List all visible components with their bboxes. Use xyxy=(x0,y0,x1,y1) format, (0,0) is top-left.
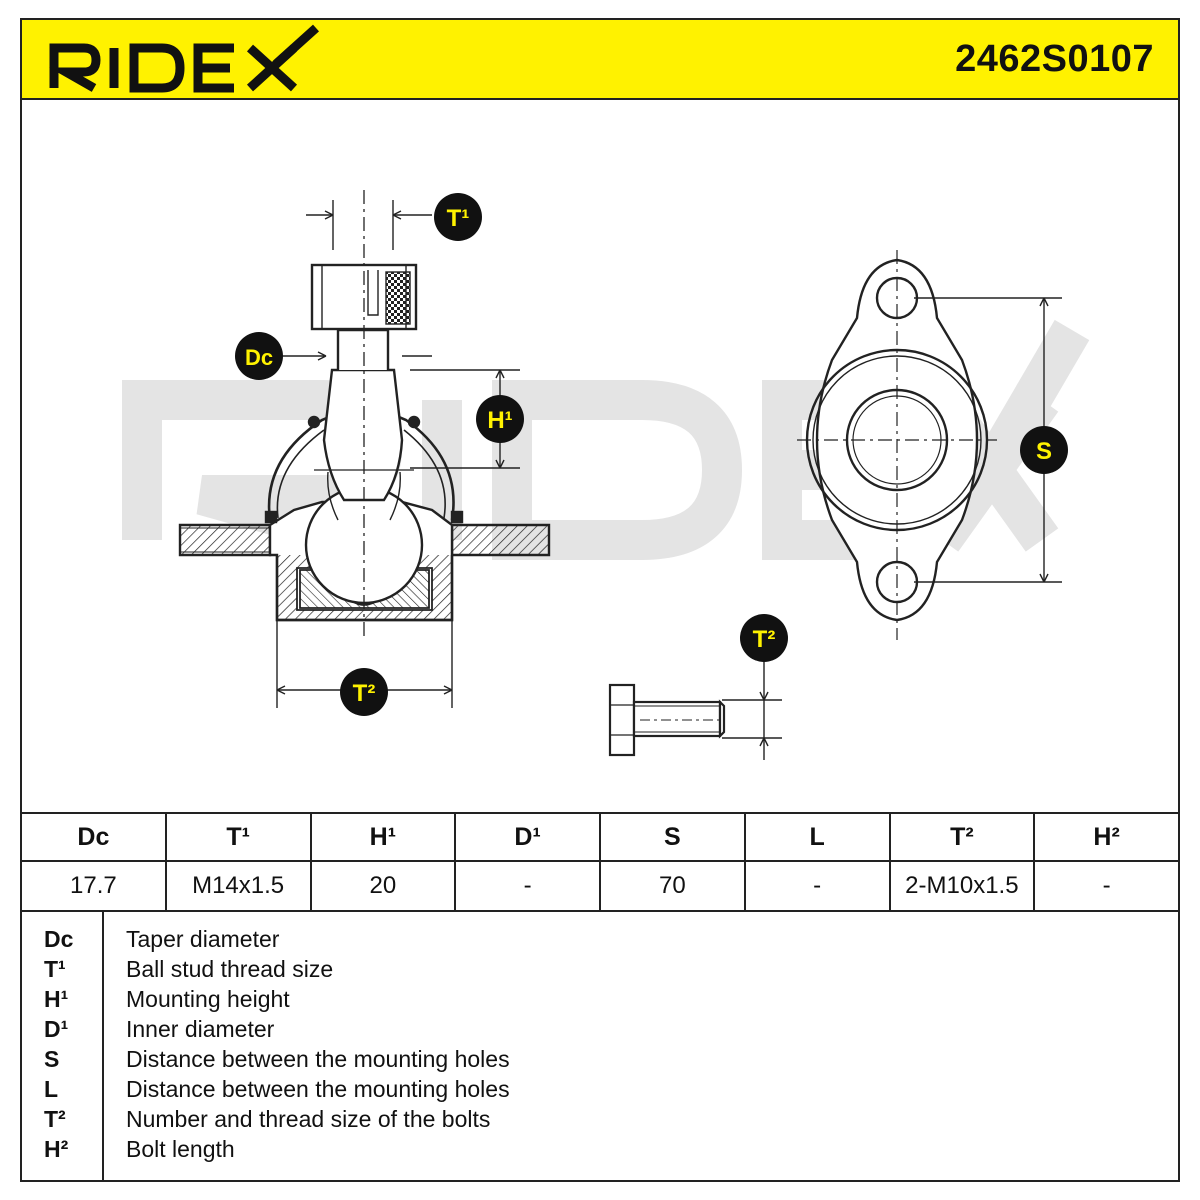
header-cell-h1: H¹ xyxy=(312,814,457,860)
dimension-lines xyxy=(276,200,520,708)
legend-item: S Distance between the mounting holes xyxy=(22,1046,1178,1076)
value-cell-d1: - xyxy=(456,862,601,910)
legend: Dc Taper diameter T¹ Ball stud thread si… xyxy=(22,912,1178,1182)
header-bar: 2462S0107 xyxy=(22,20,1178,100)
legend-code: H² xyxy=(44,1136,69,1162)
flange-top-view xyxy=(797,250,1062,640)
legend-desc: Distance between the mounting holes xyxy=(126,1046,510,1072)
callout-t2-bottom: T² xyxy=(340,668,388,716)
legend-code: S xyxy=(44,1046,60,1072)
callout-dc: Dc xyxy=(235,332,283,380)
header-cell-s: S xyxy=(601,814,746,860)
legend-item: T² Number and thread size of the bolts xyxy=(22,1106,1178,1136)
callout-t2-bolt: T² xyxy=(740,614,788,662)
value-cell-t1: M14x1.5 xyxy=(167,862,312,910)
part-number: 2462S0107 xyxy=(955,38,1154,80)
value-cell-h1: 20 xyxy=(312,862,457,910)
legend-item: T¹ Ball stud thread size xyxy=(22,956,1178,986)
svg-text:T²: T² xyxy=(753,626,776,653)
spec-table: Dc T¹ H¹ D¹ S L T² H² 17.7 M14x1.5 20 - … xyxy=(22,812,1178,912)
svg-text:S: S xyxy=(1036,438,1052,465)
header-cell-dc: Dc xyxy=(22,814,167,860)
ridex-logo xyxy=(49,24,320,93)
header-cell-t2: T² xyxy=(891,814,1036,860)
legend-item: H¹ Mounting height xyxy=(22,986,1178,1016)
header-cell-h2: H² xyxy=(1093,822,1120,851)
legend-item: D¹ Inner diameter xyxy=(22,1016,1178,1046)
legend-desc: Inner diameter xyxy=(126,1016,275,1042)
legend-code: L xyxy=(44,1076,59,1102)
legend-item: L Distance between the mounting holes xyxy=(22,1076,1178,1106)
svg-text:T¹: T¹ xyxy=(447,205,470,232)
svg-text:Dc: Dc xyxy=(245,345,273,370)
callout-t1-top: T¹ xyxy=(434,193,482,241)
legend-desc: Bolt length xyxy=(126,1136,235,1162)
legend-desc: Number and thread size of the bolts xyxy=(126,1106,491,1132)
legend-desc: Mounting height xyxy=(126,986,290,1012)
ball-joint-section xyxy=(178,190,551,640)
value-cell-s: 70 xyxy=(601,862,746,910)
callout-h1: H¹ xyxy=(476,395,524,443)
header-cell-l: L xyxy=(746,814,891,860)
legend-divider xyxy=(102,912,104,1182)
value-cell-t2: 2-M10x1.5 xyxy=(891,862,1036,910)
legend-item: H² Bolt length xyxy=(22,1136,1178,1166)
value-cell-l: - xyxy=(746,862,891,910)
svg-text:T²: T² xyxy=(353,680,376,707)
legend-code: Dc xyxy=(44,926,74,952)
callout-s: S xyxy=(1020,426,1068,474)
technical-drawing: T¹ Dc H¹ T² S T² xyxy=(122,190,1090,760)
legend-code: T² xyxy=(44,1106,66,1132)
header-cell-t1: T¹ xyxy=(167,814,312,860)
legend-desc: Taper diameter xyxy=(126,926,280,952)
legend-desc: Distance between the mounting holes xyxy=(126,1076,510,1102)
legend-code: H¹ xyxy=(44,986,69,1012)
spec-table-values: 17.7 M14x1.5 20 - 70 - 2-M10x1.5 - xyxy=(22,862,1178,910)
value-cell-dc: 17.7 xyxy=(22,862,167,910)
svg-text:H¹: H¹ xyxy=(487,407,512,434)
bolt-drawing xyxy=(608,650,782,760)
spec-table-header: Dc T¹ H¹ D¹ S L T² H² xyxy=(22,814,1178,862)
legend-code: D¹ xyxy=(44,1016,69,1042)
legend-item: Dc Taper diameter xyxy=(22,926,1178,956)
legend-desc: Ball stud thread size xyxy=(126,956,334,982)
value-cell-h2: - xyxy=(1102,872,1111,899)
header-cell-d1: D¹ xyxy=(456,814,601,860)
datasheet-frame: 2462S0107 xyxy=(20,18,1180,1182)
legend-code: T¹ xyxy=(44,956,66,982)
